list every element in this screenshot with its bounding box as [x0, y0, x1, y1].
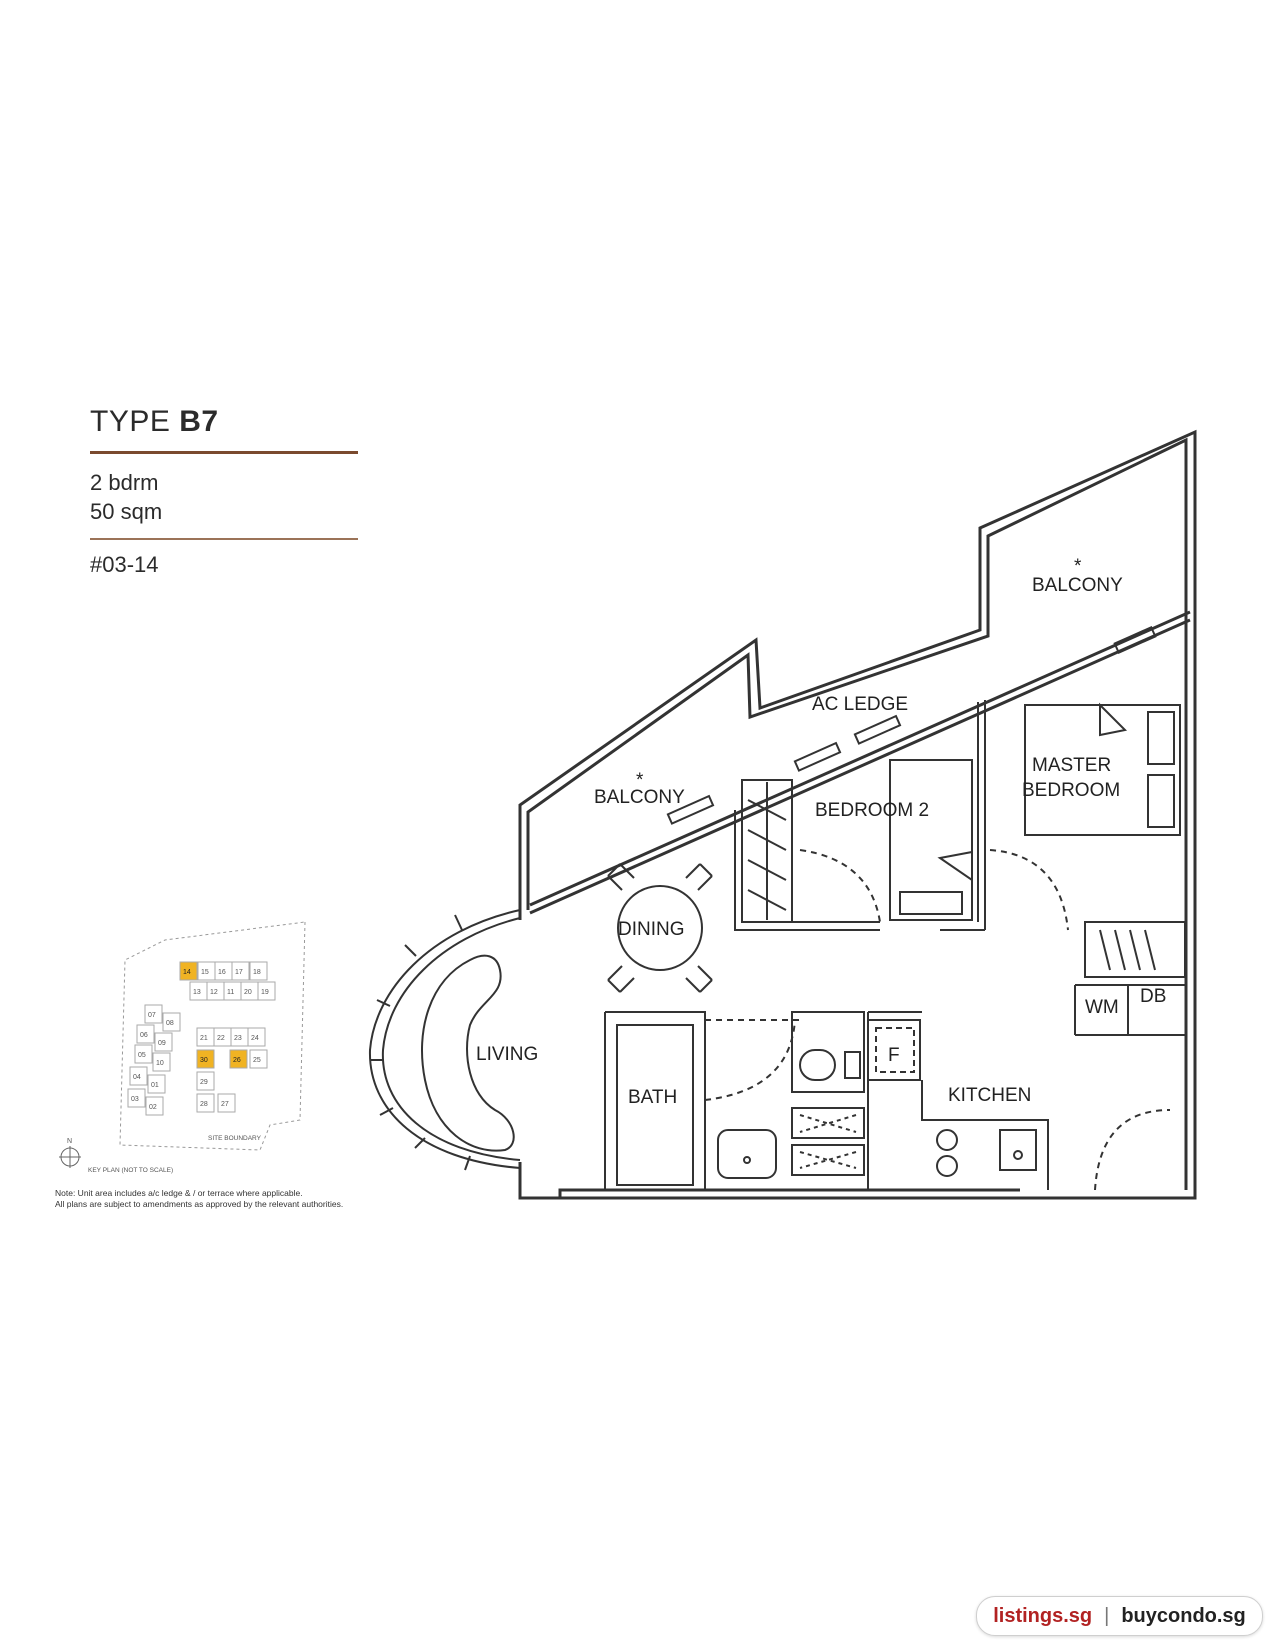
key-plan-unit-highlighted	[229, 1049, 248, 1069]
footer-link-listings[interactable]: listings.sg	[993, 1604, 1093, 1627]
key-plan-unit	[147, 1074, 166, 1094]
room-label-bath: BATH	[628, 1087, 677, 1108]
key-plan-unit-label: 02	[149, 1104, 157, 1111]
key-plan-unit	[249, 961, 268, 981]
key-plan: 14 15 16 17 18 13 12 11 20 19 07 08 06 09 05 10 04 01 03 02…	[59, 921, 306, 1174]
room-label-living: LIVING	[476, 1044, 538, 1065]
key-plan-unit-highlighted	[196, 1049, 215, 1069]
key-plan-caption: KEY PLAN (NOT TO SCALE)	[88, 1167, 173, 1174]
key-plan-unit	[249, 1049, 268, 1069]
key-plan-unit-label: 27	[221, 1101, 229, 1108]
dining-table	[607, 863, 713, 993]
room-label-balcony-left: BALCONY	[594, 787, 685, 808]
key-plan-unit-label: 07	[148, 1012, 156, 1019]
key-plan-unit-label: 09	[158, 1040, 166, 1047]
header-divider	[90, 451, 358, 454]
key-plan-unit-label: 30	[200, 1057, 208, 1064]
spec-divider	[90, 538, 358, 540]
key-plan-unit-label: 15	[201, 969, 209, 976]
key-plan-unit-label: 19	[261, 989, 269, 996]
key-plan-unit	[217, 1093, 236, 1113]
key-plan-unit-label: 20	[244, 989, 252, 996]
unit-header: TYPE B7 2 bdrm 50 sqm #03-14	[90, 405, 360, 578]
room-label-master-2: BEDROOM	[1022, 780, 1120, 801]
room-label-master-1: MASTER	[1032, 755, 1111, 776]
key-plan-unit-label: 22	[217, 1035, 225, 1042]
sofa	[421, 954, 515, 1152]
key-plan-unit-label: 21	[200, 1035, 208, 1042]
room-label-kitchen: KITCHEN	[948, 1085, 1031, 1106]
key-plan-unit	[231, 961, 250, 981]
room-label-bedroom-2: BEDROOM 2	[815, 800, 929, 821]
footer-badge: listings.sg | buycondo.sg	[976, 1596, 1263, 1636]
room-label-dining: DINING	[618, 919, 685, 940]
type-code: B7	[179, 405, 219, 438]
room-label-wm: WM	[1085, 997, 1119, 1018]
diagonal-window-frames	[666, 625, 1157, 825]
asterisk-mark: *	[1074, 556, 1082, 577]
key-plan-unit-label: 24	[251, 1035, 259, 1042]
key-plan-unit-label: 04	[133, 1074, 141, 1081]
key-plan-unit	[162, 1012, 181, 1032]
bedroom-2-walls	[734, 700, 986, 931]
key-plan-unit-label: 14	[183, 969, 191, 976]
room-label-db: DB	[1140, 986, 1166, 1007]
key-plan-unit	[247, 1027, 266, 1047]
key-plan-unit	[152, 1052, 171, 1072]
key-plan-unit	[145, 1096, 164, 1116]
plan-note: Note: Unit area includes a/c ledge & / o…	[55, 1188, 375, 1210]
key-plan-unit-highlighted	[179, 961, 198, 981]
room-label-balcony-right: BALCONY	[1032, 575, 1123, 596]
room-label-ac-ledge: AC LEDGE	[812, 694, 908, 715]
key-plan-unit-label: 10	[156, 1060, 164, 1067]
key-plan-unit-label: 18	[253, 969, 261, 976]
north-label: N	[67, 1138, 72, 1145]
key-plan-unit	[196, 1093, 215, 1113]
key-plan-unit	[196, 1071, 215, 1091]
key-plan-unit-label: 05	[138, 1052, 146, 1059]
key-plan-unit-label: 16	[218, 969, 226, 976]
key-plan-unit-label: 17	[235, 969, 243, 976]
key-plan-unit-label: 12	[210, 989, 218, 996]
key-plan-unit-label: 03	[131, 1096, 139, 1103]
key-plan-unit-label: 28	[200, 1101, 208, 1108]
bedroom-count: 2 bdrm	[90, 470, 159, 495]
key-plan-unit-label: 11	[227, 989, 234, 996]
bath-walls	[604, 1011, 865, 1190]
key-plan-unit	[154, 1032, 173, 1052]
key-plan-unit	[144, 1004, 163, 1024]
key-plan-unit-label: 25	[253, 1057, 261, 1064]
key-plan-unit-label: 29	[200, 1079, 208, 1086]
key-plan-unit-label: 13	[193, 989, 201, 996]
room-label-fridge: F	[888, 1045, 900, 1066]
key-plan-unit	[134, 1044, 153, 1064]
note-line-2: All plans are subject to amendments as a…	[55, 1199, 344, 1209]
unit-specs: 2 bdrm 50 sqm	[90, 468, 360, 526]
note-line-1: Note: Unit area includes a/c ledge & / o…	[55, 1188, 303, 1198]
key-plan-unit-label: 08	[166, 1020, 174, 1027]
master-bedroom-walls	[989, 702, 1186, 1036]
asterisk-mark: *	[636, 770, 644, 791]
key-plan-unit	[129, 1066, 148, 1086]
kitchen-walls	[867, 1011, 1171, 1191]
unit-type-title: TYPE B7	[90, 405, 360, 439]
footer-separator: |	[1104, 1604, 1110, 1627]
key-plan-unit-label: 01	[151, 1082, 159, 1089]
curved-facade	[368, 909, 521, 1171]
unit-area: 50 sqm	[90, 499, 163, 524]
key-plan-unit	[257, 981, 276, 1001]
key-plan-site-boundary: SITE BOUNDARY	[208, 1135, 262, 1142]
key-plan-unit	[136, 1024, 155, 1044]
key-plan-unit	[127, 1088, 146, 1108]
key-plan-unit-label: 23	[234, 1035, 242, 1042]
unit-number: #03-14	[90, 552, 159, 577]
outer-walls	[518, 429, 1197, 1200]
key-plan-unit-label: 26	[233, 1057, 241, 1064]
type-prefix: TYPE	[90, 405, 171, 438]
footer-link-buycondo[interactable]: buycondo.sg	[1121, 1604, 1246, 1627]
key-plan-unit-label: 06	[140, 1032, 148, 1039]
